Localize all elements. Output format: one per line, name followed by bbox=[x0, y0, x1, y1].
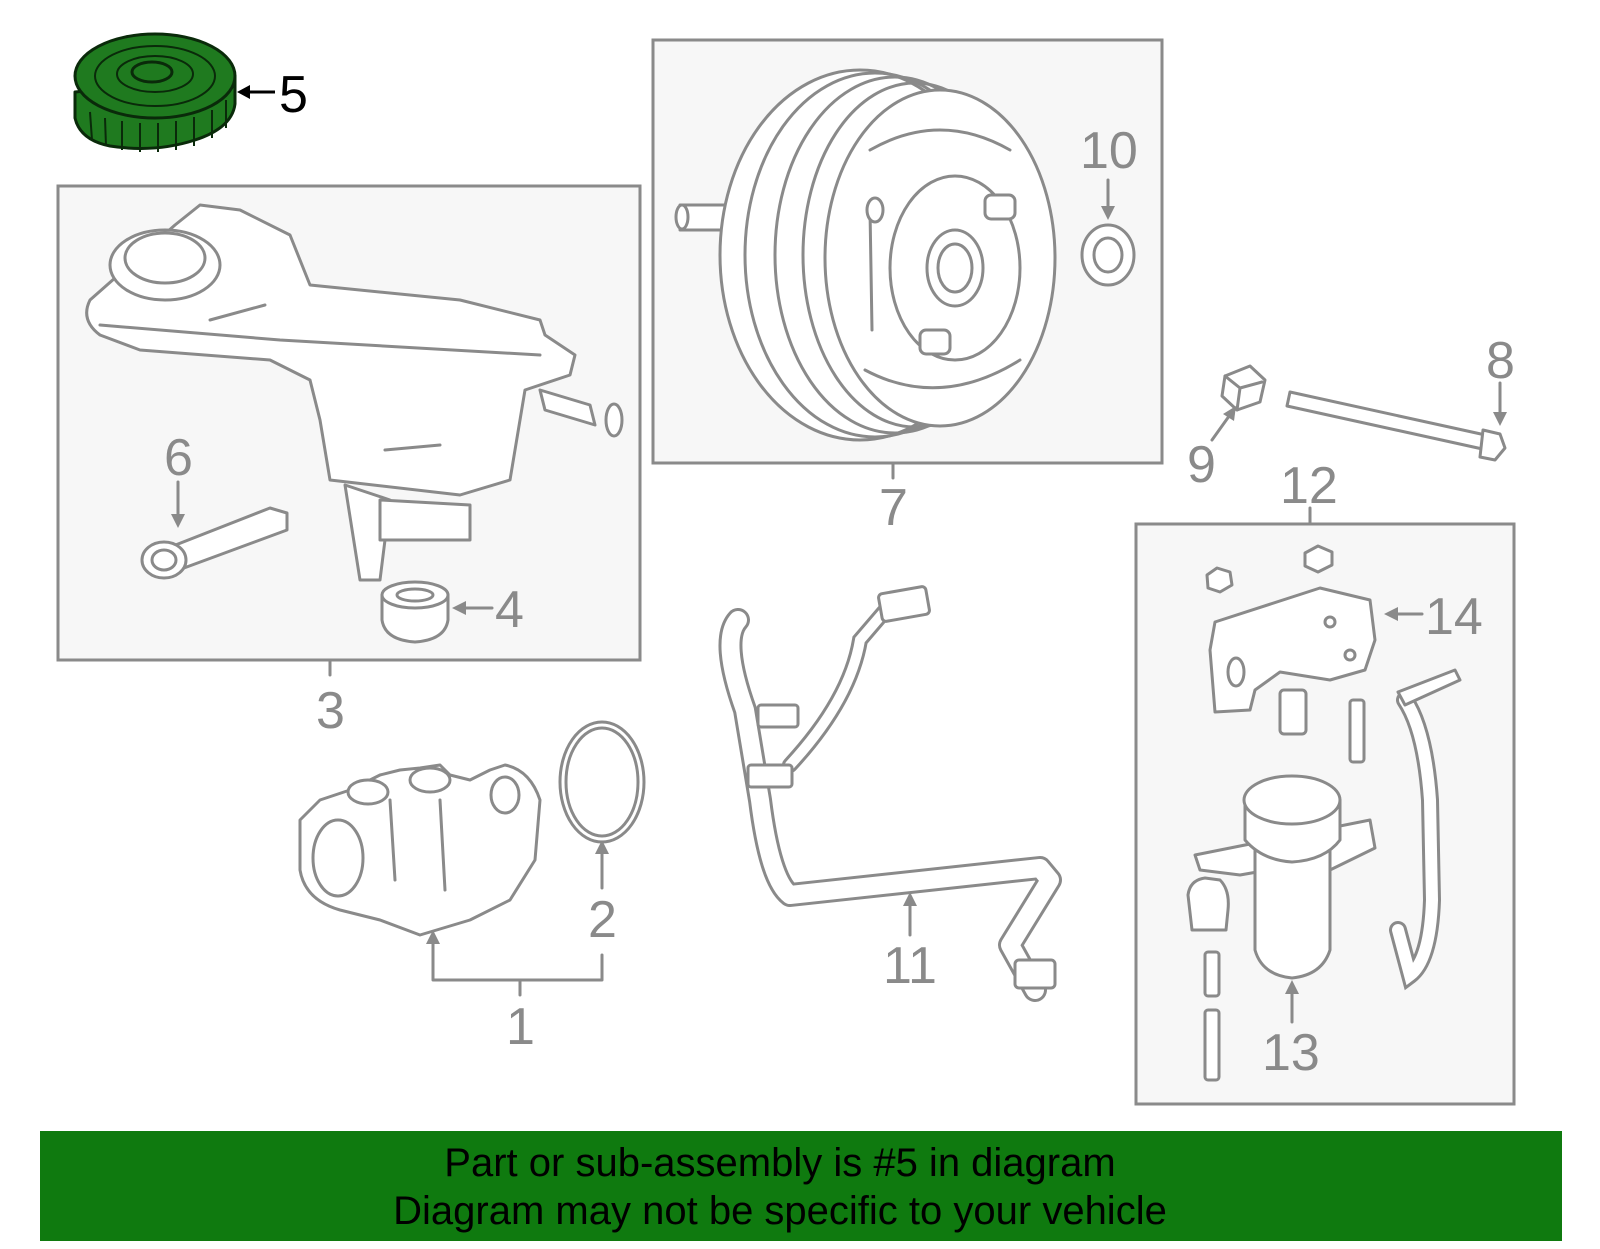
callout-2: 2 bbox=[588, 891, 617, 949]
callout-5: 5 bbox=[279, 66, 308, 124]
bracket-1 bbox=[426, 930, 604, 997]
part-13-vacuum-pump[interactable] bbox=[1186, 688, 1377, 1082]
part-5-reservoir-cap[interactable] bbox=[73, 32, 237, 152]
part-9-nut[interactable] bbox=[1220, 364, 1267, 412]
banner-line-1: Part or sub-assembly is #5 in diagram bbox=[444, 1141, 1116, 1185]
part-7-brake-booster[interactable] bbox=[674, 68, 1057, 442]
callout-10: 10 bbox=[1080, 122, 1138, 180]
callout-arrow-10 bbox=[1101, 178, 1115, 220]
part-2-o-ring[interactable] bbox=[558, 720, 646, 844]
notice-banner: Part or sub-assembly is #5 in diagram Di… bbox=[40, 1131, 1562, 1241]
part-11-hose[interactable] bbox=[718, 585, 1062, 1002]
part-6-sensor[interactable] bbox=[140, 506, 289, 580]
callout-arrow-11 bbox=[903, 892, 917, 937]
callout-arrow-13 bbox=[1285, 980, 1299, 1024]
callout-arrow-14 bbox=[1384, 607, 1424, 621]
callout-11: 11 bbox=[883, 937, 937, 995]
part-vacuum-hose[interactable] bbox=[1389, 668, 1462, 991]
callout-12: 12 bbox=[1280, 457, 1338, 515]
callout-1: 1 bbox=[506, 998, 535, 1056]
callout-arrow-2 bbox=[595, 840, 609, 890]
callout-14: 14 bbox=[1425, 588, 1483, 646]
part-14-bracket[interactable] bbox=[1205, 544, 1377, 714]
part-8-bolt[interactable] bbox=[1285, 390, 1507, 462]
callout-8: 8 bbox=[1486, 332, 1515, 390]
part-4-grommet[interactable] bbox=[380, 580, 450, 644]
part-10-seal[interactable] bbox=[1080, 223, 1136, 287]
callout-arrow-9 bbox=[1210, 406, 1236, 442]
callout-6: 6 bbox=[164, 429, 193, 487]
banner-line-2: Diagram may not be specific to your vehi… bbox=[393, 1189, 1167, 1233]
part-1-master-cylinder[interactable] bbox=[298, 763, 542, 937]
callout-arrow-4 bbox=[452, 601, 494, 615]
callout-4: 4 bbox=[495, 581, 524, 639]
callout-3: 3 bbox=[316, 682, 345, 740]
part-3-reservoir[interactable] bbox=[85, 203, 624, 582]
callout-7: 7 bbox=[879, 479, 908, 537]
callout-arrow-6 bbox=[171, 480, 185, 528]
callout-13: 13 bbox=[1262, 1024, 1320, 1082]
callout-arrow-8 bbox=[1493, 381, 1507, 426]
callout-arrow-5 bbox=[237, 85, 275, 99]
callout-9: 9 bbox=[1187, 436, 1216, 494]
